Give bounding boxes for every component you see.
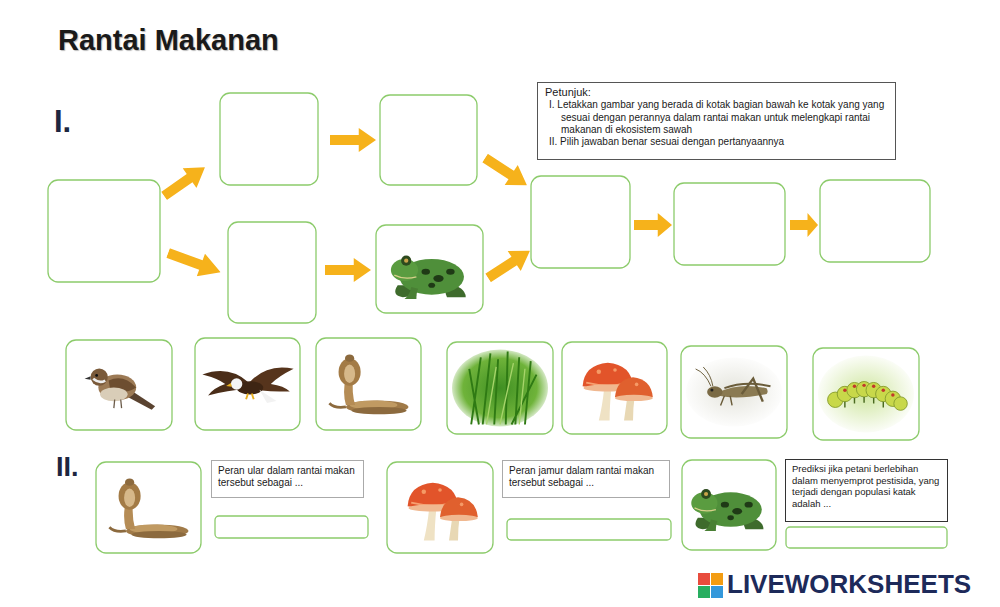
question-box: Peran ular dalam rantai makan tersebut s… xyxy=(211,460,364,498)
caterpillar-picture xyxy=(818,356,914,433)
box-text: II. Pilih jawaban benar sesuai dengan pe… xyxy=(545,136,888,148)
question-box: Prediksi jika petani berlebihan dalam me… xyxy=(785,459,948,522)
grasshopper-picture xyxy=(686,357,782,426)
box-text: Peran ular dalam rantai makan tersebut s… xyxy=(218,465,357,489)
cobra-picture xyxy=(109,478,188,538)
cobra-picture xyxy=(329,354,408,414)
box-text: Prediksi jika petani berlebihan dalam me… xyxy=(792,463,941,509)
box-text: Petunjuk: xyxy=(545,86,888,99)
box-text: Peran jamur dalam rantai makan tersebut … xyxy=(509,465,663,489)
mushroom-picture xyxy=(583,363,653,421)
eagle-picture xyxy=(202,367,293,403)
frog-picture xyxy=(691,489,763,531)
logo-squares xyxy=(698,573,723,598)
rice-picture xyxy=(452,350,548,427)
box-text: I. Letakkan gambar yang berada di kotak … xyxy=(545,99,888,136)
sparrow-picture xyxy=(85,369,156,410)
section-number: II. xyxy=(56,452,79,483)
frog-picture xyxy=(391,256,466,299)
instruction-box: Petunjuk:I. Letakkan gambar yang berada … xyxy=(537,82,896,160)
question-box: Peran jamur dalam rantai makan tersebut … xyxy=(502,460,670,498)
watermark: LIVEWORKSHEETS xyxy=(727,569,971,600)
mushroom-picture xyxy=(408,483,478,541)
worksheet-title: Rantai Makanan xyxy=(58,24,279,57)
section-number: I. xyxy=(54,104,71,140)
